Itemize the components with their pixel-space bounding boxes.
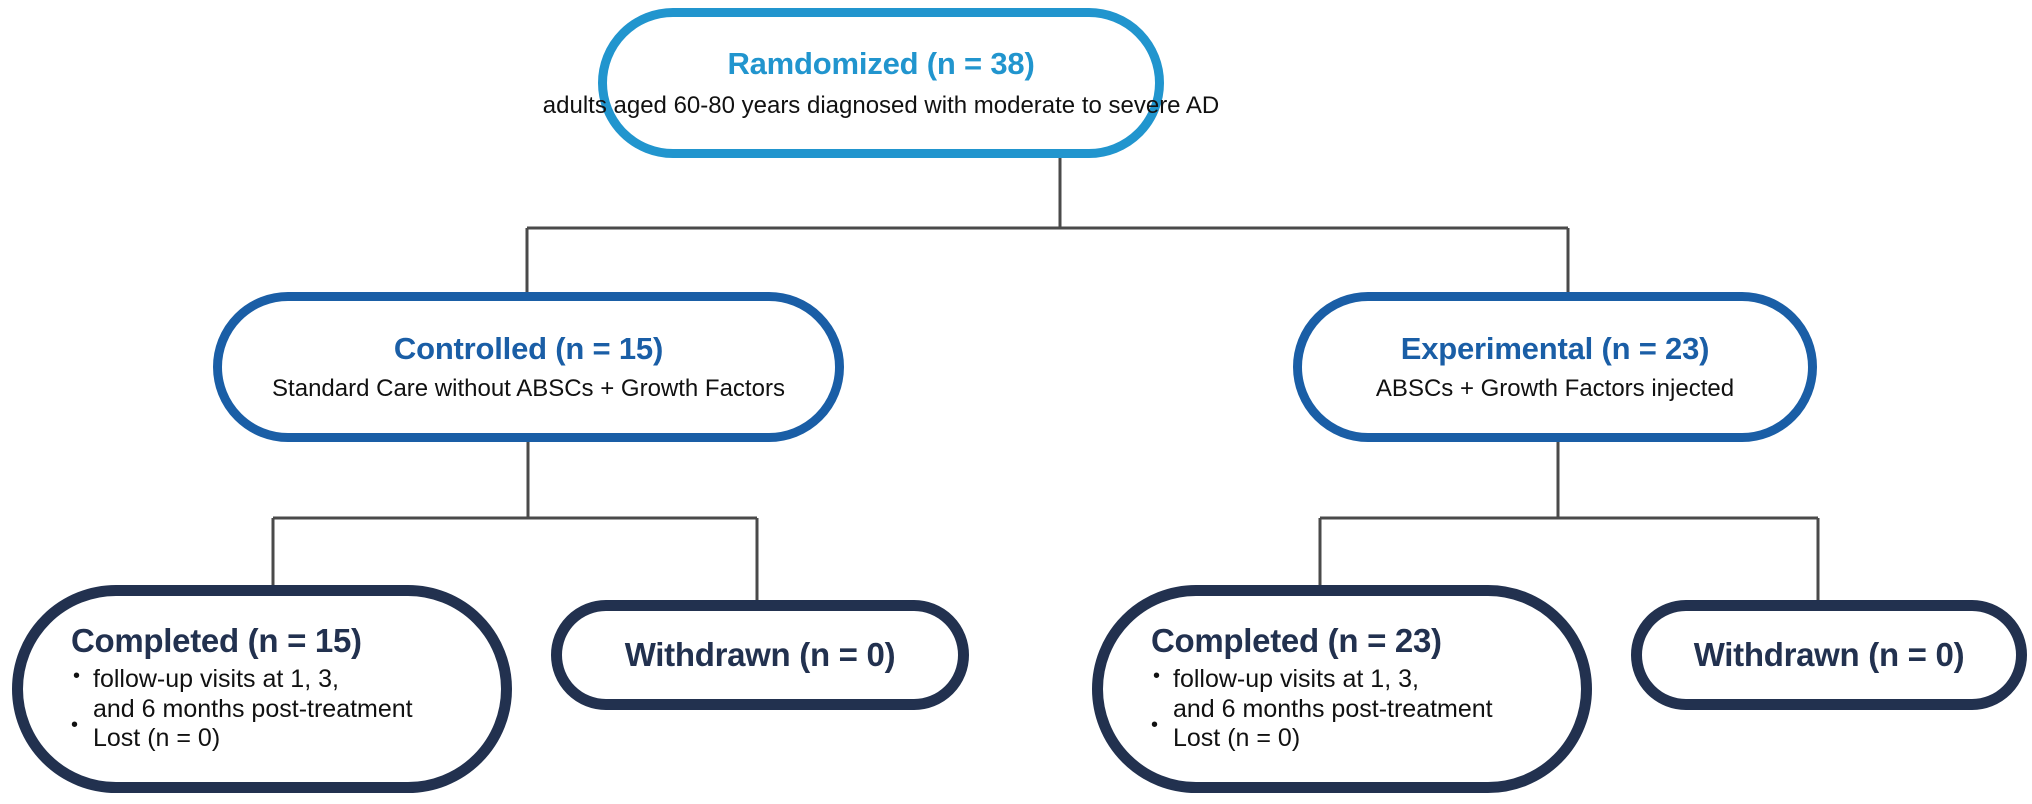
arm-experimental-title: Experimental (n = 23) <box>1400 330 1710 366</box>
node-enrollment: Ramdomized (n = 38) adults aged 60-80 ye… <box>543 8 1219 158</box>
list-item: Lost (n = 0) <box>1151 712 1493 754</box>
list-item: follow-up visits at 1, 3, and 6 months p… <box>71 663 413 724</box>
arm-controlled-title: Controlled (n = 15) <box>393 330 664 366</box>
completed-controlled-title: Completed (n = 15) <box>71 622 362 660</box>
list-item: follow-up visits at 1, 3, and 6 months p… <box>1151 663 1493 724</box>
completed-experimental-title: Completed (n = 23) <box>1151 622 1442 660</box>
node-withdrawn-experimental: Withdrawn (n = 0) <box>1631 600 2027 710</box>
node-withdrawn-controlled: Withdrawn (n = 0) <box>551 600 969 710</box>
arm-experimental-subtitle: ABSCs + Growth Factors injected <box>1375 374 1735 402</box>
enrollment-subtitle: adults aged 60-80 years diagnosed with m… <box>542 91 1220 119</box>
arm-controlled-subtitle: Standard Care without ABSCs + Growth Fac… <box>272 374 785 402</box>
list-item: Lost (n = 0) <box>71 712 413 754</box>
enrollment-title: Ramdomized (n = 38) <box>727 45 1035 81</box>
node-completed-controlled: Completed (n = 15) follow-up visits at 1… <box>12 585 512 793</box>
withdrawn-experimental-title: Withdrawn (n = 0) <box>1693 635 1965 673</box>
node-arm-experimental: Experimental (n = 23) ABSCs + Growth Fac… <box>1293 292 1817 442</box>
node-completed-experimental: Completed (n = 23) follow-up visits at 1… <box>1092 585 1592 793</box>
node-arm-controlled: Controlled (n = 15) Standard Care withou… <box>213 292 844 442</box>
withdrawn-controlled-title: Withdrawn (n = 0) <box>624 635 896 673</box>
completed-experimental-bullets: follow-up visits at 1, 3, and 6 months p… <box>1151 663 1493 754</box>
completed-controlled-bullets: follow-up visits at 1, 3, and 6 months p… <box>71 663 413 754</box>
